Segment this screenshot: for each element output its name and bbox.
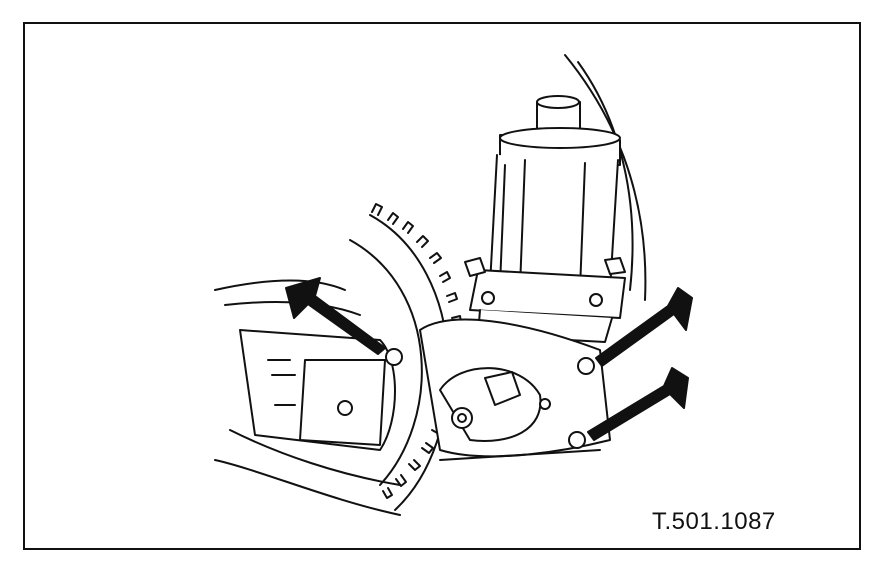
mounting-bolts: [385, 348, 595, 449]
electric-motor: [464, 95, 626, 343]
regulator-body-left: [214, 279, 401, 516]
gear-quadrant-inner-arc: [349, 239, 423, 486]
callout-arrow-left: [285, 277, 386, 355]
pivot-plate: [419, 318, 611, 461]
callout-arrow-right-lower: [587, 367, 689, 441]
door-panel-arc-inner: [577, 61, 634, 291]
right-lower-mounting-bolt: [568, 431, 586, 449]
figure-frame: [23, 22, 861, 550]
door-panel-arc-outer: [564, 54, 647, 301]
figure-reference-code: T.501.1087: [652, 508, 776, 535]
right-upper-mounting-bolt: [577, 357, 595, 375]
left-mounting-bolt: [385, 348, 403, 366]
callout-arrow-right-upper: [595, 287, 693, 367]
